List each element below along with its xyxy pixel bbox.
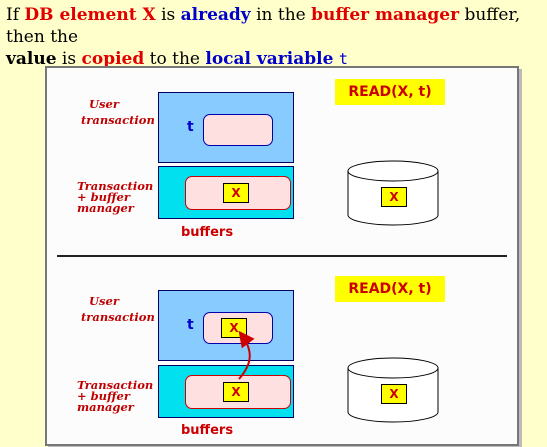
user-transaction-label: User transaction xyxy=(81,98,161,126)
label-line: + buffer xyxy=(77,190,130,204)
header-seg: buffer, then the xyxy=(6,5,521,47)
read-op-label: READ(X, t) xyxy=(335,276,445,302)
user-transaction-box: t X xyxy=(158,290,294,361)
label-line: User xyxy=(89,294,119,308)
buffers-label: buffers xyxy=(181,423,234,438)
label-line: + buffer xyxy=(77,389,130,403)
header-t: t xyxy=(338,50,348,68)
label-line: manager xyxy=(77,201,134,215)
local-variable-slot xyxy=(203,114,273,146)
local-variable-slot: X xyxy=(203,312,273,344)
header-buffer-manager: buffer manager xyxy=(311,5,460,25)
user-transaction-label: User transaction xyxy=(81,295,161,323)
transaction-buffer-manager-label: Transaction + buffer manager xyxy=(77,180,157,214)
label-line: manager xyxy=(77,400,134,414)
header-local-variable: local variable xyxy=(205,49,334,69)
buffer-slot: X xyxy=(185,176,291,210)
header-seg: to the xyxy=(144,49,206,69)
diagram-panel: READ(X, t) User transaction t Transactio… xyxy=(45,66,519,446)
header-copied: copied xyxy=(81,49,145,69)
header-seg: in the xyxy=(250,5,312,25)
label-line: transaction xyxy=(81,113,155,127)
buffer-element-x: X xyxy=(223,183,249,203)
buffer-slot: X xyxy=(185,375,291,409)
header-seg: is xyxy=(56,49,82,69)
description-text: If DB element X is already in the buffer… xyxy=(6,4,541,70)
label-line: transaction xyxy=(81,310,155,324)
header-value: value xyxy=(6,49,57,69)
t-variable-label: t xyxy=(187,119,194,135)
label-line: User xyxy=(89,97,119,111)
header-already: already xyxy=(180,5,251,25)
transaction-buffer-manager-label: Transaction + buffer manager xyxy=(77,379,157,413)
t-variable-label: t xyxy=(187,317,194,333)
header-db-element: DB element X xyxy=(24,5,156,25)
buffer-box: X xyxy=(158,166,294,219)
scene-divider xyxy=(57,255,507,257)
read-op-label: READ(X, t) xyxy=(335,79,445,105)
buffer-element-x: X xyxy=(223,382,249,402)
label-line: Transaction xyxy=(77,378,154,392)
buffer-box: X xyxy=(158,365,294,418)
header-seg: is xyxy=(155,5,181,25)
disk-element-x: X xyxy=(381,187,407,207)
user-transaction-box: t xyxy=(158,92,294,163)
disk-element-x: X xyxy=(381,384,407,404)
header-seg: If xyxy=(6,5,25,25)
buffers-label: buffers xyxy=(181,225,234,240)
label-line: Transaction xyxy=(77,179,154,193)
copy-arrow-icon xyxy=(238,330,255,380)
